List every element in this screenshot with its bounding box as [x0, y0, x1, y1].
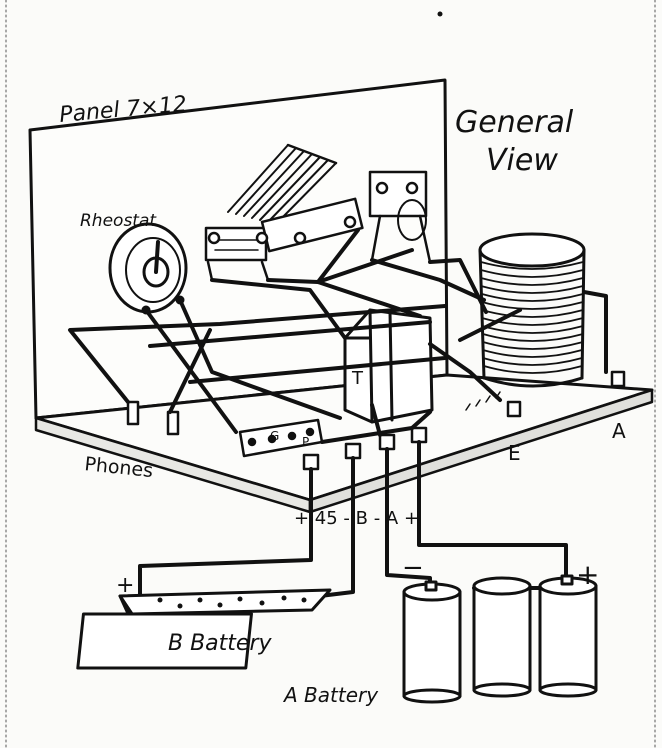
a-battery-cells: [402, 574, 598, 704]
rheostat: [108, 222, 188, 315]
battery-binding-posts: [302, 370, 626, 471]
view-label: View: [486, 143, 558, 178]
b-battery-label: B Battery: [168, 631, 272, 656]
general-label: General: [455, 105, 574, 140]
coil-tap-marks: [465, 391, 501, 411]
b-battery-plus-label: +: [116, 573, 134, 598]
a-battery-minus-label: −: [402, 553, 424, 583]
panel-bus-wires: [148, 320, 447, 384]
transformer-label: T: [351, 368, 364, 389]
circuit-wiring: [68, 228, 608, 444]
b-battery: [76, 588, 332, 670]
a-battery-cell-3: [538, 574, 598, 698]
a-battery-cell-1: [402, 580, 462, 704]
socket-p-label: P: [302, 435, 309, 449]
socket-g-label: G: [270, 429, 279, 443]
scan-speck: [437, 11, 443, 17]
e-terminal-label: E: [508, 441, 521, 465]
tuning-coil: [478, 232, 586, 388]
tube-socket: [204, 197, 364, 282]
variable-condenser: [227, 143, 338, 225]
phone-terminals: [126, 400, 180, 436]
a-terminal-label: A: [612, 419, 626, 443]
rheostat-label: Rheostat: [80, 211, 157, 231]
battery-terminals-label: + 45 - B - A +: [294, 508, 419, 529]
a-battery-cell-2: [472, 576, 532, 698]
a-battery-label: A Battery: [282, 683, 379, 707]
a-battery-plus-label: +: [576, 558, 599, 591]
tickler-assembly: [368, 170, 432, 264]
